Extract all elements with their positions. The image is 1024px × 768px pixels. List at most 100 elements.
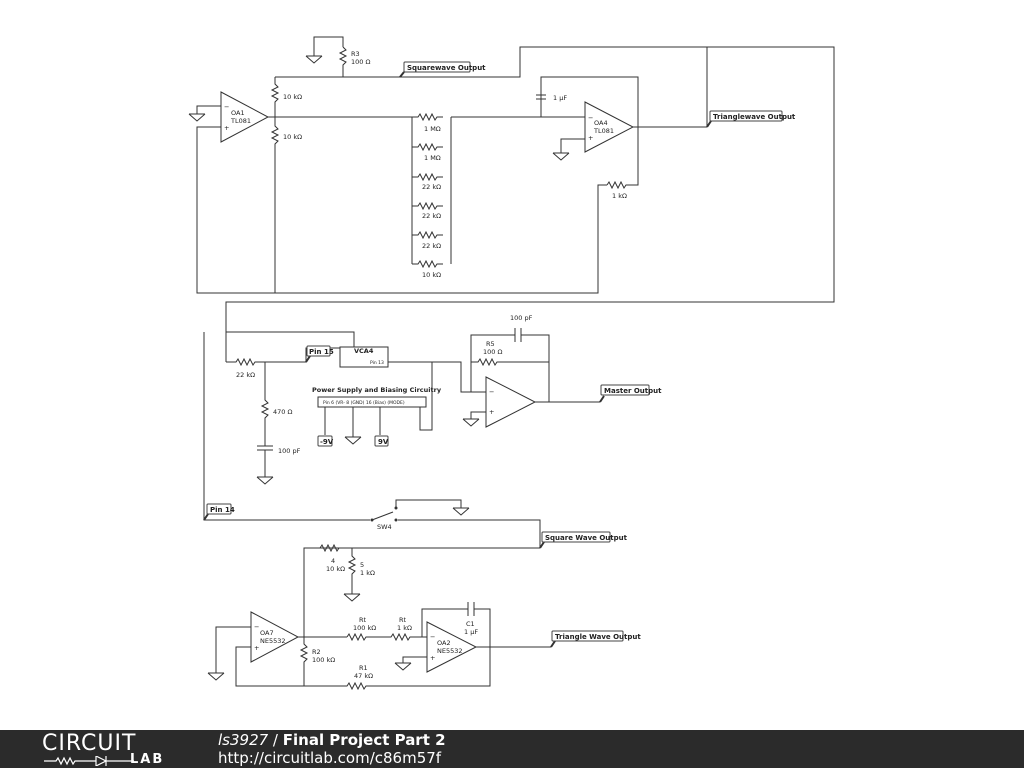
resistor-ladder: 1 MΩ 1 MΩ 22 kΩ 22 kΩ 22 kΩ 10 kΩ xyxy=(412,112,443,279)
r3-value: 100 Ω xyxy=(351,58,370,66)
capacitor-100pf-top xyxy=(514,328,522,342)
resistor-1k xyxy=(606,127,639,190)
ground-icon xyxy=(256,476,274,485)
c-1uf-value: 1 µF xyxy=(553,94,567,102)
r1-value: 47 kΩ xyxy=(354,672,373,680)
resistor-r3 xyxy=(338,46,348,77)
r-22k-value: 22 kΩ xyxy=(236,371,255,379)
schematic-canvas: R3 100 Ω Squarewave Output 10 kΩ 10 kΩ −… xyxy=(188,36,835,691)
r5b-value: 1 kΩ xyxy=(360,569,375,577)
c1-value: 1 µF xyxy=(464,628,478,636)
circuitlab-logo[interactable]: CIRCUIT LAB xyxy=(42,731,182,768)
r5-value: 100 Ω xyxy=(483,348,502,356)
net-label-pin14: Pin 14 xyxy=(203,503,235,521)
r4-value: 10 kΩ xyxy=(326,565,345,573)
middle-section: 22 kΩ 470 Ω 100 pF Pin 15 VCA4 Pin 13 Po… xyxy=(203,314,662,548)
capacitor-c1 xyxy=(467,602,475,616)
oa7-part: NE5532 xyxy=(260,637,286,645)
net-label-pin15: Pin 15 xyxy=(305,345,334,363)
psu-block xyxy=(317,396,427,408)
ground-icon xyxy=(462,418,480,427)
r1-name: R1 xyxy=(359,664,368,672)
r4-name: 4 xyxy=(331,557,335,565)
c1-name: C1 xyxy=(466,620,475,628)
vca4-name: VCA4 xyxy=(354,347,374,355)
svg-text:Square Wave Output: Square Wave Output xyxy=(545,534,628,542)
project-url[interactable]: http://circuitlab.com/c86m57f xyxy=(218,749,442,767)
opamp-oa2 xyxy=(426,621,478,673)
svg-text:−: − xyxy=(489,388,494,396)
svg-text:−: − xyxy=(430,633,435,641)
oa4-part: TL081 xyxy=(593,127,614,135)
oa2-name: OA2 xyxy=(437,639,451,647)
r2-name: R2 xyxy=(312,648,321,656)
ground-icon xyxy=(394,662,412,671)
ground-icon xyxy=(452,507,470,516)
svg-text:9V: 9V xyxy=(378,438,389,446)
net-label-master-output: Master Output xyxy=(599,384,662,403)
svg-text:Pin 15: Pin 15 xyxy=(309,348,334,356)
project-title: Final Project Part 2 xyxy=(282,731,446,749)
r-bot-value: 10 kΩ xyxy=(283,133,302,141)
r-top-value: 10 kΩ xyxy=(283,93,302,101)
logo-text-circuit: CIRCUIT xyxy=(42,731,137,756)
oa1-part: TL081 xyxy=(230,117,251,125)
svg-text:−: − xyxy=(254,623,259,631)
opamp-oa4 xyxy=(584,101,635,153)
c-100pf-left-value: 100 pF xyxy=(278,447,301,455)
bottom-section: Square Wave Output 4 10 kΩ 5 1 kΩ −+ OA7… xyxy=(207,531,641,691)
switch-sw4 xyxy=(371,511,394,521)
net-label-neg9v: -9V xyxy=(317,435,334,447)
ground-icon xyxy=(188,113,206,122)
oa2-part: NE5532 xyxy=(437,647,463,655)
oa1-name: OA1 xyxy=(231,109,245,117)
svg-text:22 kΩ: 22 kΩ xyxy=(422,212,441,220)
r3-name: R3 xyxy=(351,50,360,58)
svg-text:+: + xyxy=(224,124,229,132)
capacitor-100pf-left xyxy=(257,445,273,451)
opamp-oa1 xyxy=(220,91,270,143)
ground-icon xyxy=(552,152,570,161)
svg-text:1 MΩ: 1 MΩ xyxy=(424,154,441,162)
svg-text:1 MΩ: 1 MΩ xyxy=(424,125,441,133)
svg-text:22 kΩ: 22 kΩ xyxy=(422,242,441,250)
author-link[interactable]: ls3927 xyxy=(218,731,269,749)
svg-text:-9V: -9V xyxy=(320,438,334,446)
svg-text:+: + xyxy=(588,134,593,142)
logo-text-lab: LAB xyxy=(130,752,165,767)
ground-icon xyxy=(305,55,323,64)
oa7-name: OA7 xyxy=(260,629,274,637)
footer-bar: CIRCUIT LAB ls3927 / Final Project Part … xyxy=(0,730,1024,768)
svg-text:Master Output: Master Output xyxy=(604,387,662,395)
svg-text:−: − xyxy=(588,114,593,122)
svg-text:+: + xyxy=(430,654,435,662)
net-label-pos9v: 9V xyxy=(374,435,389,447)
net-label-trianglewave-output: Trianglewave Output xyxy=(706,110,796,128)
svg-text:Trianglewave Output: Trianglewave Output xyxy=(713,113,796,121)
r5-name: R5 xyxy=(486,340,495,348)
capacitor-1uf xyxy=(536,94,546,100)
r2-value: 100 kΩ xyxy=(312,656,335,664)
opamp-master xyxy=(485,376,537,428)
vca4-block xyxy=(339,346,389,368)
vca4-pin: Pin 13 xyxy=(370,360,384,366)
oa4-name: OA4 xyxy=(594,119,608,127)
ground-icon xyxy=(207,672,225,681)
svg-text:+: + xyxy=(254,644,259,652)
c-100pf-top-value: 100 pF xyxy=(510,314,533,322)
r-470-value: 470 Ω xyxy=(273,408,292,416)
ground-icon xyxy=(344,436,362,445)
opamp-oa7 xyxy=(250,611,300,663)
svg-text:−: − xyxy=(224,103,229,111)
svg-text:+: + xyxy=(489,408,494,416)
sw4-label: SW4 xyxy=(377,523,392,531)
ground-icon xyxy=(343,593,361,602)
rt2-name: Rt xyxy=(399,616,407,624)
project-title-line: ls3927 / Final Project Part 2 xyxy=(218,731,446,749)
rt1-value: 100 kΩ xyxy=(353,624,376,632)
top-section: R3 100 Ω Squarewave Output 10 kΩ 10 kΩ −… xyxy=(188,36,835,332)
resistor-diode-logo-icon xyxy=(44,756,134,766)
svg-text:Triangle Wave Output: Triangle Wave Output xyxy=(555,633,641,641)
svg-text:Squarewave Output: Squarewave Output xyxy=(407,64,486,72)
title-separator: / xyxy=(268,731,283,749)
